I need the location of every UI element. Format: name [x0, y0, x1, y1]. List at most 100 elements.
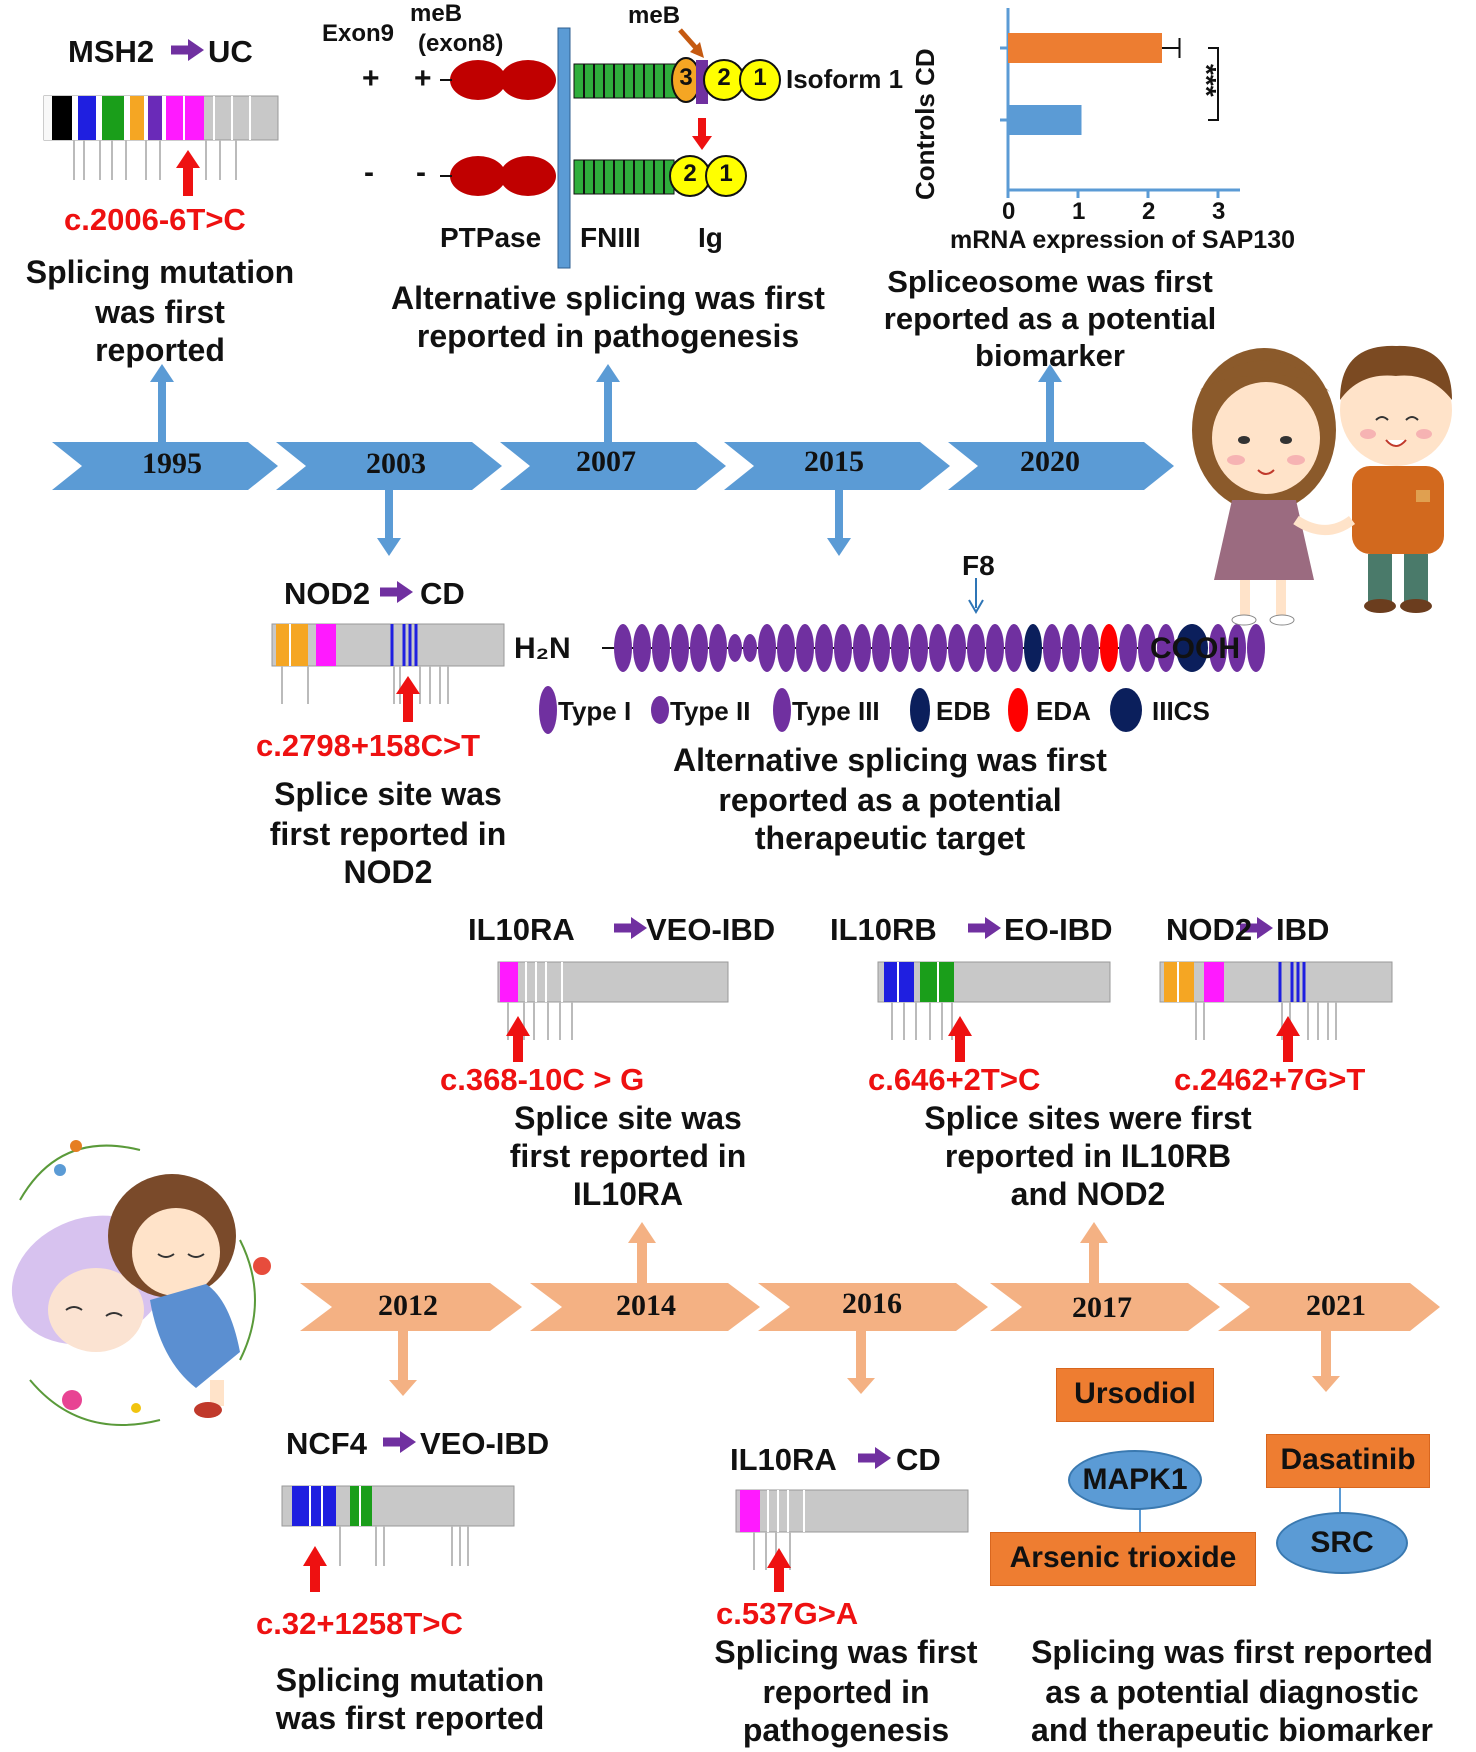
exon9-label: Exon9 [322, 20, 395, 47]
fn-domain [758, 624, 776, 672]
fn-domain [1138, 624, 1156, 672]
fn-domain [1247, 624, 1265, 672]
caption-2003-3: NOD2 [343, 854, 433, 890]
chevron-2020 [948, 442, 1174, 490]
drug-ursodiol: Ursodiol [1056, 1368, 1214, 1422]
gene-ncf4 [281, 1485, 515, 1592]
caption-2015-2: reported as a potential [718, 782, 1062, 818]
legend-type-ii: Type II [670, 696, 751, 726]
caption-2016-2: reported in [762, 1674, 930, 1710]
chevron-2007 [500, 442, 726, 490]
fn-domain [709, 624, 727, 672]
arrow-icon [383, 1431, 416, 1453]
ig-number: 2 [717, 64, 731, 91]
tick-label: 2 [1142, 198, 1156, 225]
fn-domain [690, 624, 708, 672]
mutation-label: c.32+1258T>C [256, 1606, 463, 1641]
chevron-2017 [990, 1283, 1220, 1331]
gene-title-il10rb: IL10RB [830, 912, 937, 947]
mutation-label: c.2462+7G>T [1174, 1062, 1366, 1097]
year-2021: 2021 [1306, 1289, 1366, 1322]
fn-domain [986, 624, 1004, 672]
fn-domain [967, 624, 985, 672]
caption-2017-3: and NOD2 [1010, 1176, 1166, 1212]
caption-2020-3: biomarker [975, 338, 1125, 373]
caption-2020-2: reported as a potential [883, 301, 1217, 336]
caption-2012-1: Splicing mutation [275, 1662, 545, 1698]
isoform-diagram [440, 27, 781, 269]
caption-2021-3: and therapeutic biomarker [1031, 1712, 1433, 1748]
fn-domain [1157, 624, 1175, 672]
gene-il10ra-2016 [735, 1489, 969, 1592]
chevron-2016 [758, 1283, 988, 1331]
caption-2016-1: Splicing was first [714, 1634, 978, 1670]
fn-domain [891, 624, 909, 672]
disease-title-cd: CD [896, 1442, 941, 1477]
fn-domain [834, 624, 852, 672]
mutation-label: c.2006-6T>C [64, 202, 246, 237]
domain-fniii: FNIII [580, 222, 641, 253]
fn-domain [872, 624, 890, 672]
disease-title-cd: CD [420, 576, 465, 611]
caption-2012-2: was first reported [275, 1700, 545, 1736]
year-2016: 2016 [842, 1287, 902, 1320]
bar-cd [1008, 33, 1162, 63]
gene-title-nod2: NOD2 [1166, 912, 1253, 947]
error-bar [1162, 38, 1181, 58]
year-2012: 2012 [378, 1289, 438, 1322]
cooh-label: COOH [1150, 632, 1240, 665]
fn-domain [910, 624, 928, 672]
meb-label-2: meB [628, 2, 681, 29]
timeline-top-arrows [150, 364, 1062, 556]
chart-ylabel: Controls CD [910, 48, 940, 200]
significance-stars: *** [1191, 64, 1222, 97]
caption-2014-3: IL10RA [572, 1176, 684, 1212]
tick-label: 0 [1002, 198, 1016, 225]
drug-arsenic-trioxide: Arsenic trioxide [990, 1532, 1256, 1586]
fn-domain [1119, 624, 1137, 672]
caption-2021-1: Splicing was first reported [1031, 1634, 1433, 1670]
disease-title-veo-ibd: VEO-IBD [420, 1426, 550, 1461]
chevron-2003 [276, 442, 502, 490]
fn-domain [1176, 624, 1208, 672]
year-2020: 2020 [1020, 445, 1080, 478]
sign-row1-a: + [362, 62, 380, 95]
caption-2007-1: Alternative splicing was first [391, 280, 825, 316]
caption-2003-2: first reported in [269, 816, 507, 852]
gene-title-msh2: MSH2 [68, 34, 155, 69]
fn-domain [777, 624, 795, 672]
legend-type-i: Type I [558, 696, 632, 726]
sap130-chart [1000, 8, 1240, 198]
fn-domain [1228, 624, 1246, 672]
ig-number: 2 [683, 160, 697, 187]
fn-domain [1081, 624, 1099, 672]
disease-title-veo-ibd: VEO-IBD [646, 912, 776, 947]
fn-domain [948, 624, 966, 672]
caption-2007-2: reported in pathogenesis [416, 318, 800, 354]
fn-domain [1024, 624, 1042, 672]
gene-il10rb-2017 [877, 961, 1111, 1062]
chevron-2014 [530, 1283, 760, 1331]
legend-type-iii: Type III [792, 696, 880, 726]
timeline-top [52, 442, 1174, 490]
exon8-label: (exon8) [418, 30, 504, 57]
arrow-icon [171, 39, 204, 61]
year-2007: 2007 [576, 445, 636, 478]
gene-title-ncf4: NCF4 [286, 1426, 367, 1461]
chevron-2012 [300, 1283, 522, 1331]
fn-domain [728, 634, 742, 662]
fn-domain [853, 624, 871, 672]
fn-domain [614, 624, 632, 672]
timeline-bottom-arrows [389, 1222, 1340, 1396]
fn-domain [1005, 624, 1023, 672]
caption-2014-2: first reported in [509, 1138, 747, 1174]
chevron-2015 [724, 442, 950, 490]
disease-title-uc: UC [208, 34, 253, 69]
legend-eda: EDA [1036, 696, 1091, 726]
year-1995: 1995 [142, 447, 202, 480]
legend-edb: EDB [936, 696, 991, 726]
fn-domain [815, 624, 833, 672]
fn-domain [1062, 624, 1080, 672]
bar-controls [1008, 105, 1082, 135]
